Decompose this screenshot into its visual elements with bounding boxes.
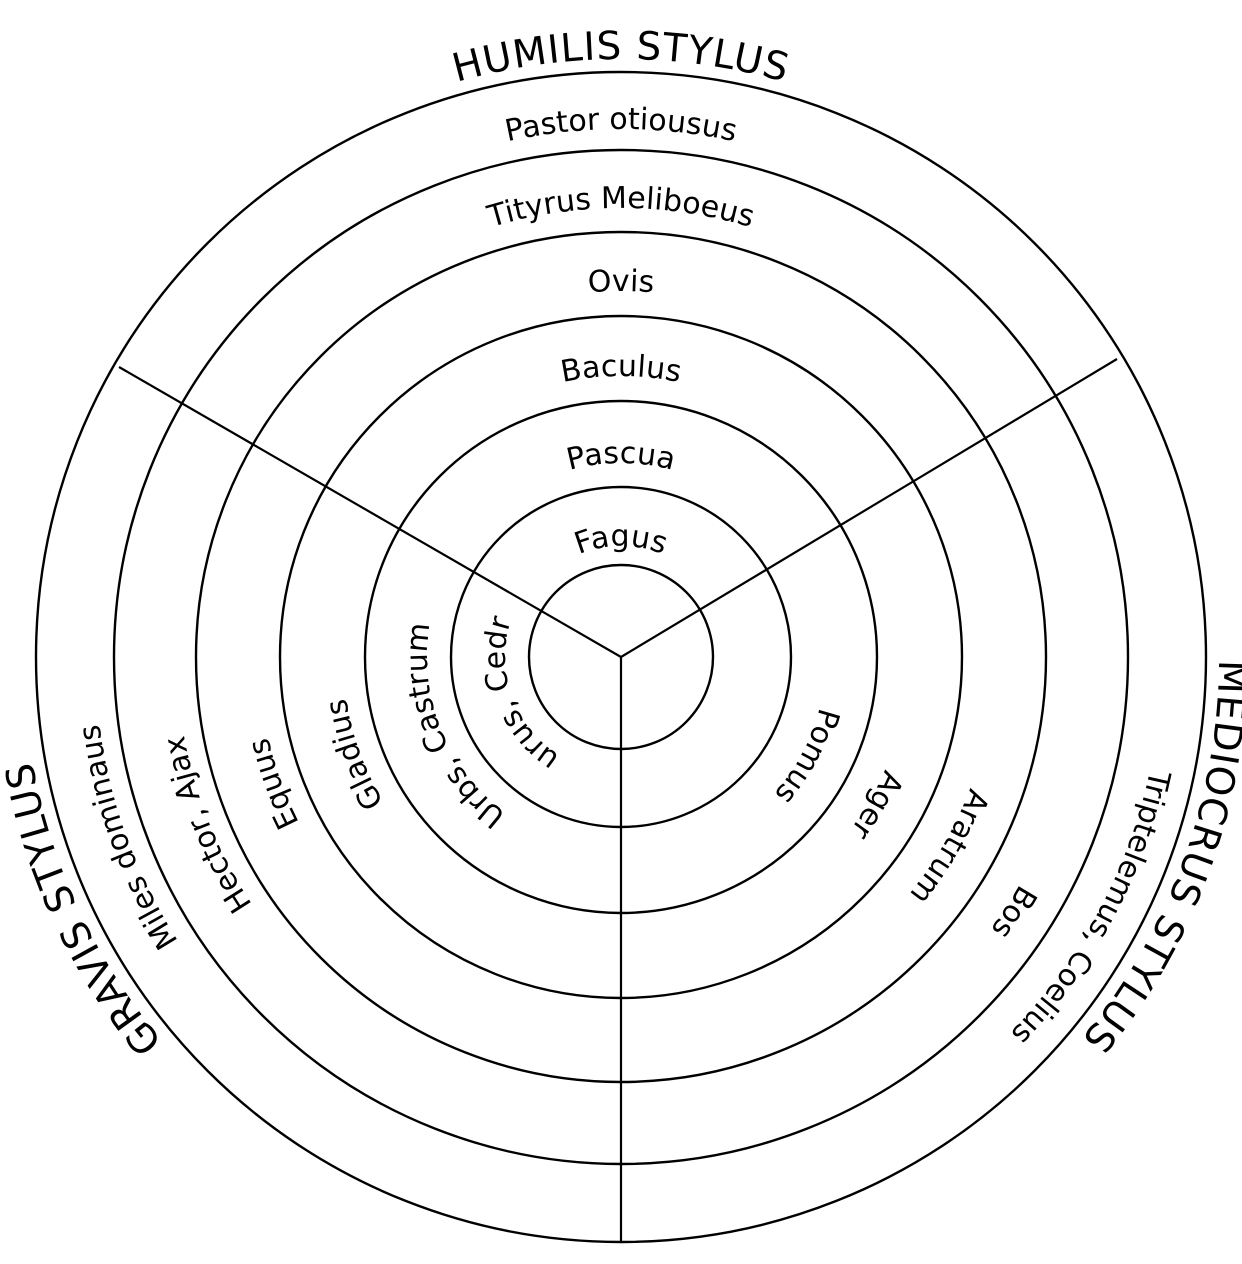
humilis-item-2: Tityrus Meliboeus <box>483 181 758 235</box>
gravis-item-3: Equus <box>242 735 307 835</box>
spoke-humilis-mediocrus <box>620 358 1118 658</box>
humilis-item-5: Pascua <box>563 436 679 478</box>
mediocrus-item-3: Aratrum <box>903 785 996 911</box>
humilis-item-1: Pastor otiousus <box>502 102 740 149</box>
style-label-mediocrus: MEDIOCRUS STYLUS <box>1073 659 1242 1061</box>
spokes <box>118 358 1118 1242</box>
style-label-humilis: HUMILIS STYLUS <box>448 24 795 92</box>
spoke-humilis-gravis <box>118 366 622 658</box>
gravis-item-6: Laurus, Cedrus <box>0 0 565 778</box>
sector-humilis: Pastor otiousus Tityrus Meliboeus Ovis B… <box>483 102 758 562</box>
mediocrus-item-4: Ager <box>843 766 910 847</box>
humilis-item-4: Baculus <box>558 349 684 390</box>
gravis-item-4: Gladius <box>319 696 391 815</box>
humilis-item-3: Ovis <box>587 264 656 300</box>
mediocrus-item-2: Bos <box>984 880 1043 946</box>
sector-gravis: Miles dominaus Hector, Ajax Equus Gladiu… <box>0 0 565 955</box>
humilis-item-6: Fagus <box>570 519 672 562</box>
